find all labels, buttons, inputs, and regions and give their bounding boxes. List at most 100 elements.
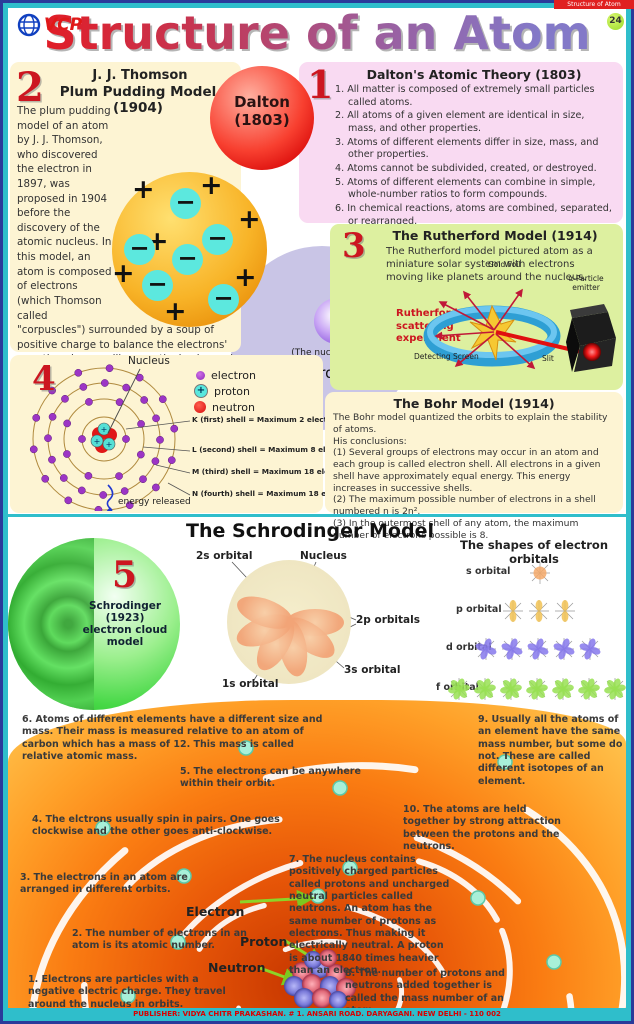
section-number-2: 2 bbox=[16, 64, 44, 111]
orbital-row-label: s orbital bbox=[466, 566, 511, 577]
dalton-points-list: 1. All matter is composed of extremely s… bbox=[335, 84, 615, 229]
electron-dot bbox=[79, 383, 88, 391]
rutherford-panel: 3 The Rutherford Model (1914) The Ruther… bbox=[330, 224, 623, 390]
orbital-row-glyphs bbox=[473, 636, 603, 662]
bohr-orbit-diagram: + + + bbox=[29, 364, 179, 511]
section-number-5: 5 bbox=[112, 554, 138, 596]
shell-label: K (first) shell = Maximum 2 electrons bbox=[192, 415, 346, 424]
proton-dot-icon: + bbox=[194, 384, 208, 398]
electron-dot bbox=[125, 501, 134, 510]
shell-connector-lines bbox=[125, 420, 191, 496]
shell-label: L (second) shell = Maximum 8 electrons bbox=[192, 445, 357, 454]
electron-dot bbox=[136, 450, 145, 459]
thomson-body: The plum pudding model of an atom by J. … bbox=[17, 104, 235, 396]
detecting-screen-label: Detecting Screen bbox=[414, 352, 479, 361]
electron-dot bbox=[48, 386, 56, 395]
nucleus-cluster bbox=[284, 949, 356, 1009]
electron-label: Electron bbox=[186, 904, 245, 919]
nucleus-label: Nucleus bbox=[128, 355, 170, 367]
orbital-shape-icon bbox=[579, 638, 600, 660]
dalton-point: 6. In chemical reactions, atoms are comb… bbox=[335, 202, 612, 227]
electron-dot bbox=[85, 398, 93, 406]
fact-7: 7. The nucleus contains positively charg… bbox=[289, 854, 450, 977]
dalton-point: 3. Atoms of different elements differ in… bbox=[335, 136, 599, 161]
electron-minus-charge: − bbox=[170, 188, 201, 219]
electron-dot bbox=[48, 455, 56, 464]
section-number-3: 3 bbox=[342, 226, 366, 266]
electron-cloud-sphere: 5 Schrodinger (1923) electron cloud mode… bbox=[8, 538, 180, 710]
logo-text: VCP bbox=[44, 15, 83, 35]
electron-dot bbox=[120, 487, 129, 495]
fact-10: 10. The atoms are held together by stron… bbox=[403, 804, 561, 853]
gold-foil-label: Gold Foil bbox=[488, 260, 521, 269]
bohr-body: The Bohr model quantized the orbits to e… bbox=[333, 412, 608, 541]
label-2s-orbital: 2s orbital bbox=[196, 550, 253, 562]
fact-5: 5. The electrons can be anywhere within … bbox=[180, 766, 361, 790]
electron-dot bbox=[63, 450, 71, 458]
electron-dot bbox=[170, 424, 179, 433]
bohr-model-panel: The Bohr Model (1914) The Bohr model qua… bbox=[325, 392, 623, 541]
fact-6: 6. Atoms of different elements have a di… bbox=[22, 714, 323, 763]
electron-dot bbox=[74, 368, 83, 377]
orbit-arcs-art bbox=[27, 740, 626, 1010]
plus-charge: + bbox=[234, 262, 257, 293]
electron-dot bbox=[140, 396, 149, 404]
electron-dot bbox=[156, 435, 164, 444]
neutron-dot-icon bbox=[194, 401, 206, 413]
plus-charge: + bbox=[200, 170, 223, 201]
orbital-row-glyphs bbox=[527, 560, 553, 586]
electron-dot bbox=[94, 505, 103, 511]
rutherford-body: The Rutherford model pictured atom as a … bbox=[386, 246, 593, 283]
electron-dot bbox=[100, 379, 109, 387]
dalton-point: 2. All atoms of a given element are iden… bbox=[335, 110, 585, 134]
electron-dot bbox=[41, 474, 50, 483]
thomson-heading2: Plum Pudding Model (1904) bbox=[59, 84, 217, 116]
orbital-row-label: p orbital bbox=[456, 604, 502, 615]
energy-released-label: energy released bbox=[118, 497, 191, 507]
plus-charge: + bbox=[164, 296, 187, 327]
electron-dot bbox=[29, 445, 38, 454]
orbital-shape-icon bbox=[447, 678, 470, 700]
dalton-point: 4. Atoms cannot be subdivided, created, … bbox=[335, 162, 597, 174]
shell-label: N (fourth) shell = Maximum 18 electrons bbox=[192, 489, 360, 498]
orbital-shape-icon bbox=[551, 678, 574, 700]
fact-4: 4. The elctrons usually spin in pairs. O… bbox=[32, 814, 280, 838]
legend-label: electron bbox=[211, 368, 256, 382]
electron-minus-charge: − bbox=[208, 284, 239, 315]
electron-dot bbox=[32, 414, 41, 422]
cloud-caption: Schrodinger (1923) electron cloud model bbox=[82, 600, 168, 648]
plum-pudding-model-diagram: +++++++−−−−−− bbox=[112, 172, 267, 327]
electron-dot bbox=[44, 434, 52, 443]
orbital-shape-icon bbox=[603, 678, 626, 700]
corner-tab: Structure of Atom bbox=[554, 0, 634, 9]
fact-9: 9. Usually all the atoms of an element h… bbox=[478, 714, 623, 787]
orbital-shape-icon bbox=[554, 600, 575, 622]
electron-dot bbox=[115, 472, 123, 480]
electron-minus-charge: − bbox=[142, 270, 173, 301]
orbital-shape-icon bbox=[502, 600, 523, 622]
electron-minus-charge: − bbox=[124, 234, 155, 265]
vcp-logo: VCP bbox=[16, 12, 82, 38]
legend-label: neutron bbox=[212, 400, 256, 414]
svg-text:+: + bbox=[106, 440, 113, 449]
electron-dot bbox=[167, 456, 176, 464]
orbital-shape-icon bbox=[527, 638, 548, 660]
electron-dot bbox=[48, 412, 57, 421]
electron-dot bbox=[122, 435, 130, 443]
plus-charge: + bbox=[132, 174, 155, 205]
fact-3: 3. The electrons in an atom are arranged… bbox=[20, 872, 188, 896]
orbital-shape-icon bbox=[553, 638, 574, 660]
electron-dot bbox=[151, 457, 160, 466]
electron-dot bbox=[158, 395, 167, 404]
electron-minus-charge: − bbox=[202, 224, 233, 255]
electron-dot bbox=[61, 394, 69, 403]
electron-dot bbox=[78, 435, 86, 443]
bohr-heading: The Bohr Model (1914) bbox=[393, 396, 555, 411]
orbital-row-glyphs bbox=[446, 676, 628, 702]
legend-row: neutron bbox=[194, 399, 256, 415]
dalton-sphere: Dalton (1803) bbox=[210, 66, 314, 170]
scattering-experiment-diagram bbox=[423, 288, 616, 372]
rutherford-nucleus-label: (The nucleus) bbox=[291, 348, 353, 358]
